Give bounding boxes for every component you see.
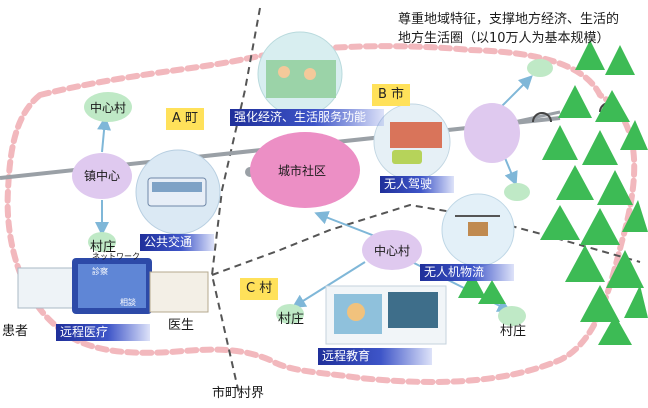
remote-medicine-illustration bbox=[17, 258, 209, 314]
clinic-sign-clinic: 診察 bbox=[92, 267, 108, 276]
village-left-node bbox=[88, 232, 116, 252]
clinic-sign-network: ネットワーク bbox=[92, 252, 140, 261]
town-center-node bbox=[72, 153, 132, 199]
remote-education-illustration bbox=[325, 285, 447, 345]
patient-label: 患者 bbox=[2, 324, 29, 339]
town-center-label: 镇中心 bbox=[84, 168, 120, 183]
autonomous-car-illustration bbox=[373, 103, 451, 181]
drone-illustration bbox=[441, 193, 515, 267]
center-village-left-label: 中心村 bbox=[90, 100, 126, 115]
link-east-node-down bbox=[504, 157, 518, 186]
city-community-node bbox=[250, 132, 360, 208]
region-tag-b: B 市 bbox=[372, 84, 411, 106]
region-tag-a: A 町 bbox=[166, 108, 205, 130]
clinic-sign-consult: 相談 bbox=[120, 298, 136, 307]
region-tag-c: C 村 bbox=[240, 278, 279, 300]
service-public-transport-bar: 公共交通 bbox=[140, 234, 214, 251]
village-c-right-label: 村庄 bbox=[500, 324, 527, 339]
service-autonomous-driving-bar: 无人驾驶 bbox=[380, 176, 454, 193]
service-remote-medicine-bar: 远程医疗 bbox=[56, 324, 150, 341]
east-purple-node bbox=[464, 103, 520, 163]
link-towncenter-centervillage bbox=[97, 116, 112, 153]
boundary-a-b bbox=[210, 7, 261, 399]
city-community-label: 城市社区 bbox=[278, 163, 326, 178]
header-note-line1: 尊重地域特征，支撑地方经济、生活的 bbox=[398, 12, 620, 27]
boundary-label: 市町村界 bbox=[212, 386, 265, 401]
tunnel-arch-1 bbox=[532, 112, 552, 123]
life-zone-boundary bbox=[4, 43, 638, 385]
east-green-node-bottom bbox=[504, 183, 530, 201]
link-centervillage-left bbox=[291, 261, 366, 309]
center-village-left-node bbox=[84, 92, 132, 122]
village-c-right-node bbox=[498, 306, 526, 326]
center-village-c-node bbox=[362, 230, 422, 270]
small-trees-c bbox=[458, 272, 506, 304]
village-c-left-node bbox=[276, 304, 304, 324]
link-east-node-up bbox=[499, 75, 533, 109]
header-note-line2: 地方生活圈（以10万人为基本规模） bbox=[398, 31, 610, 46]
village-c-left-label: 村庄 bbox=[278, 312, 305, 327]
commerce-illustration bbox=[257, 31, 343, 117]
doctor-label: 医生 bbox=[168, 318, 195, 333]
east-green-node-top bbox=[527, 59, 553, 77]
service-drone-logistics-bar: 无人机物流 bbox=[420, 264, 514, 281]
bus-illustration bbox=[135, 149, 221, 235]
village-left-label: 村庄 bbox=[90, 240, 117, 255]
forest-trees bbox=[540, 40, 648, 345]
service-remote-education-bar: 远程教育 bbox=[318, 348, 432, 365]
service-commerce-bar: 强化经济、生活服务功能 bbox=[230, 109, 384, 126]
center-village-c-label: 中心村 bbox=[374, 243, 410, 258]
